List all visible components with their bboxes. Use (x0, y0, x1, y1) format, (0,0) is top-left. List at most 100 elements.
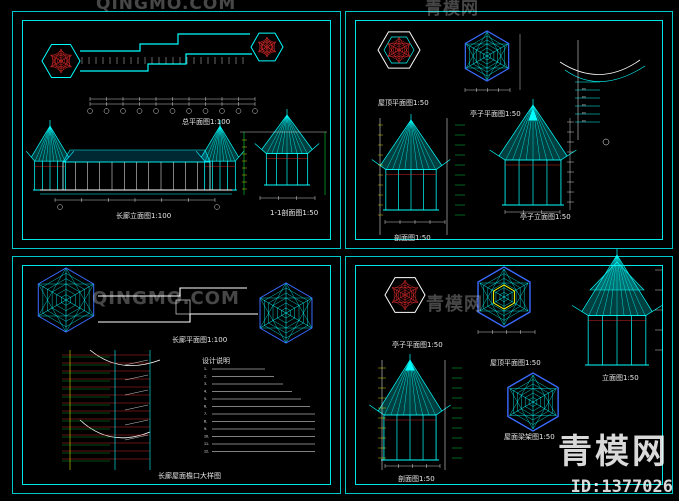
pavilion-plan-core (493, 284, 515, 310)
pavilion-roof-rafters (402, 292, 408, 298)
corridor-section (271, 114, 288, 154)
corridor-section (286, 114, 303, 154)
corridor-end-pavilion-plan-left (61, 294, 71, 306)
roof-frame-beams (528, 397, 538, 407)
corridor-end-pavilion-right (208, 125, 221, 162)
corridor-plan-upper (98, 287, 247, 297)
corridor-end-pavilion-right (216, 125, 221, 162)
axis-bubble (57, 204, 63, 210)
pavilion-plan-beams (466, 31, 488, 69)
notes-number: 2. (204, 375, 207, 379)
pavilion-plan-beams (487, 278, 521, 316)
pavilion-roof-rafters (404, 287, 419, 311)
pavilion-roof-rafters (387, 43, 400, 64)
sheet-1-border (22, 20, 331, 240)
pavilion-plan-beams (479, 47, 495, 65)
corridor-section (276, 114, 288, 154)
corridor-end-pavilion-plan-left (65, 283, 94, 333)
corridor-plan-upper (80, 33, 250, 52)
pavilion-plan-right (250, 32, 284, 62)
pavilion-plan-right-roof (266, 36, 276, 53)
corridor-section (286, 114, 298, 154)
corridor-plan-lower (98, 313, 258, 323)
pavilion-elevation (532, 104, 561, 161)
pavilion-elevation-double-roof (609, 254, 618, 316)
roof-frame-outline (507, 372, 559, 432)
pavilion-section (392, 119, 412, 170)
corridor-end-pavilion-left (38, 125, 51, 162)
pavilion-plan-beams (499, 292, 509, 302)
pavilion-roof-rafters (387, 36, 400, 57)
corridor-end-pavilion-plan-left-outline (37, 267, 95, 333)
watermark-brand-mid: 青模网 (426, 294, 483, 315)
watermark-site-top: QINGMO.COM (96, 0, 237, 14)
corridor-end-pavilion-right (219, 125, 236, 162)
pavilion-roof-rafters (400, 289, 410, 301)
pavilion-section (409, 359, 436, 416)
pavilion-plan-left-roof (50, 54, 62, 74)
pavilion-section (410, 119, 430, 170)
pavilion-elevation (512, 104, 534, 161)
pavilion-plan-outline (464, 30, 510, 82)
eave-detail-note: ▭ (582, 94, 586, 99)
corridor-end-pavilion-plan-left (42, 273, 90, 327)
leader-line (124, 374, 149, 381)
axis-bubble (120, 108, 126, 114)
pavilion-elevation-double-roof (616, 254, 625, 316)
corridor-end-pavilion-plan-right (285, 297, 313, 344)
pavilion-section (404, 119, 412, 170)
pavilion-plan-left-roof (57, 56, 65, 66)
pavilion-plan-right-roof (258, 36, 268, 53)
leader-line (124, 404, 149, 411)
corridor-end-pavilion-plan-left (38, 267, 67, 317)
pavilion-section (384, 359, 411, 416)
pavilion-plan-beams (503, 268, 529, 312)
corridor-end-pavilion-plan-right (264, 287, 308, 339)
detail-callout (602, 138, 610, 146)
pavilion-plan-beams (479, 268, 505, 312)
pavilion-plan-left-roof (52, 50, 70, 72)
pavilion-plan-left-roof (50, 48, 62, 68)
eave-detail-curve (564, 65, 646, 82)
pavilion-section (410, 119, 436, 170)
pavilion-roof-rafters (389, 38, 409, 62)
pavilion-plan-left-roof (53, 52, 69, 70)
corridor-end-pavilion-plan-right (285, 282, 313, 329)
pavilion-plan-beams (479, 282, 505, 326)
pavilion-roof-rafters (396, 47, 402, 53)
notes-number: 4. (204, 390, 207, 394)
notes-number: 12. (204, 450, 209, 454)
axis-bubble (169, 108, 176, 114)
corridor-end-pavilion-left (49, 125, 66, 162)
pavilion-elevation-double-roof (616, 254, 646, 316)
notes-number: 5. (204, 397, 207, 401)
pavilion-plan-left-roof (60, 48, 72, 68)
pavilion-roof-outline (377, 31, 421, 69)
corridor-plan-node (175, 299, 191, 315)
eave-detail-note: ▭ (582, 86, 586, 91)
sheet-3-border (22, 265, 331, 485)
corridor-end-pavilion-right (212, 125, 221, 162)
pavilion-plan-beams (483, 273, 525, 321)
pavilion-section (410, 119, 424, 170)
pavilion-plan-right-roof (266, 41, 276, 58)
label-s2-section: 剖面图1:50 (394, 234, 431, 242)
watermark-site-mid: QINGMO.COM (92, 288, 240, 309)
pavilion-plan-left-roof (59, 58, 63, 64)
corridor-end-pavilion-right (219, 125, 228, 162)
axis-bubble (186, 108, 192, 114)
pavilion-elevation-double-roof (588, 254, 618, 316)
pavilion-section (386, 119, 412, 170)
pavilion-plan-beams (486, 43, 508, 81)
roof-frame-beams (532, 388, 557, 430)
label-s2-elev: 亭子立面图1:50 (520, 213, 571, 221)
label-s3-plan: 长廊平面图1:100 (172, 336, 228, 344)
pavilion-roof-rafters (391, 287, 406, 311)
pavilion-elevation (532, 104, 554, 161)
corridor-plan-lower (80, 53, 252, 72)
brand-logo-text: 青模网 (558, 432, 669, 472)
drawing-sheet-2 (345, 11, 673, 249)
axis-bubble (103, 108, 110, 114)
notes-number: 7. (204, 412, 207, 416)
roof-frame-beams (525, 392, 541, 412)
